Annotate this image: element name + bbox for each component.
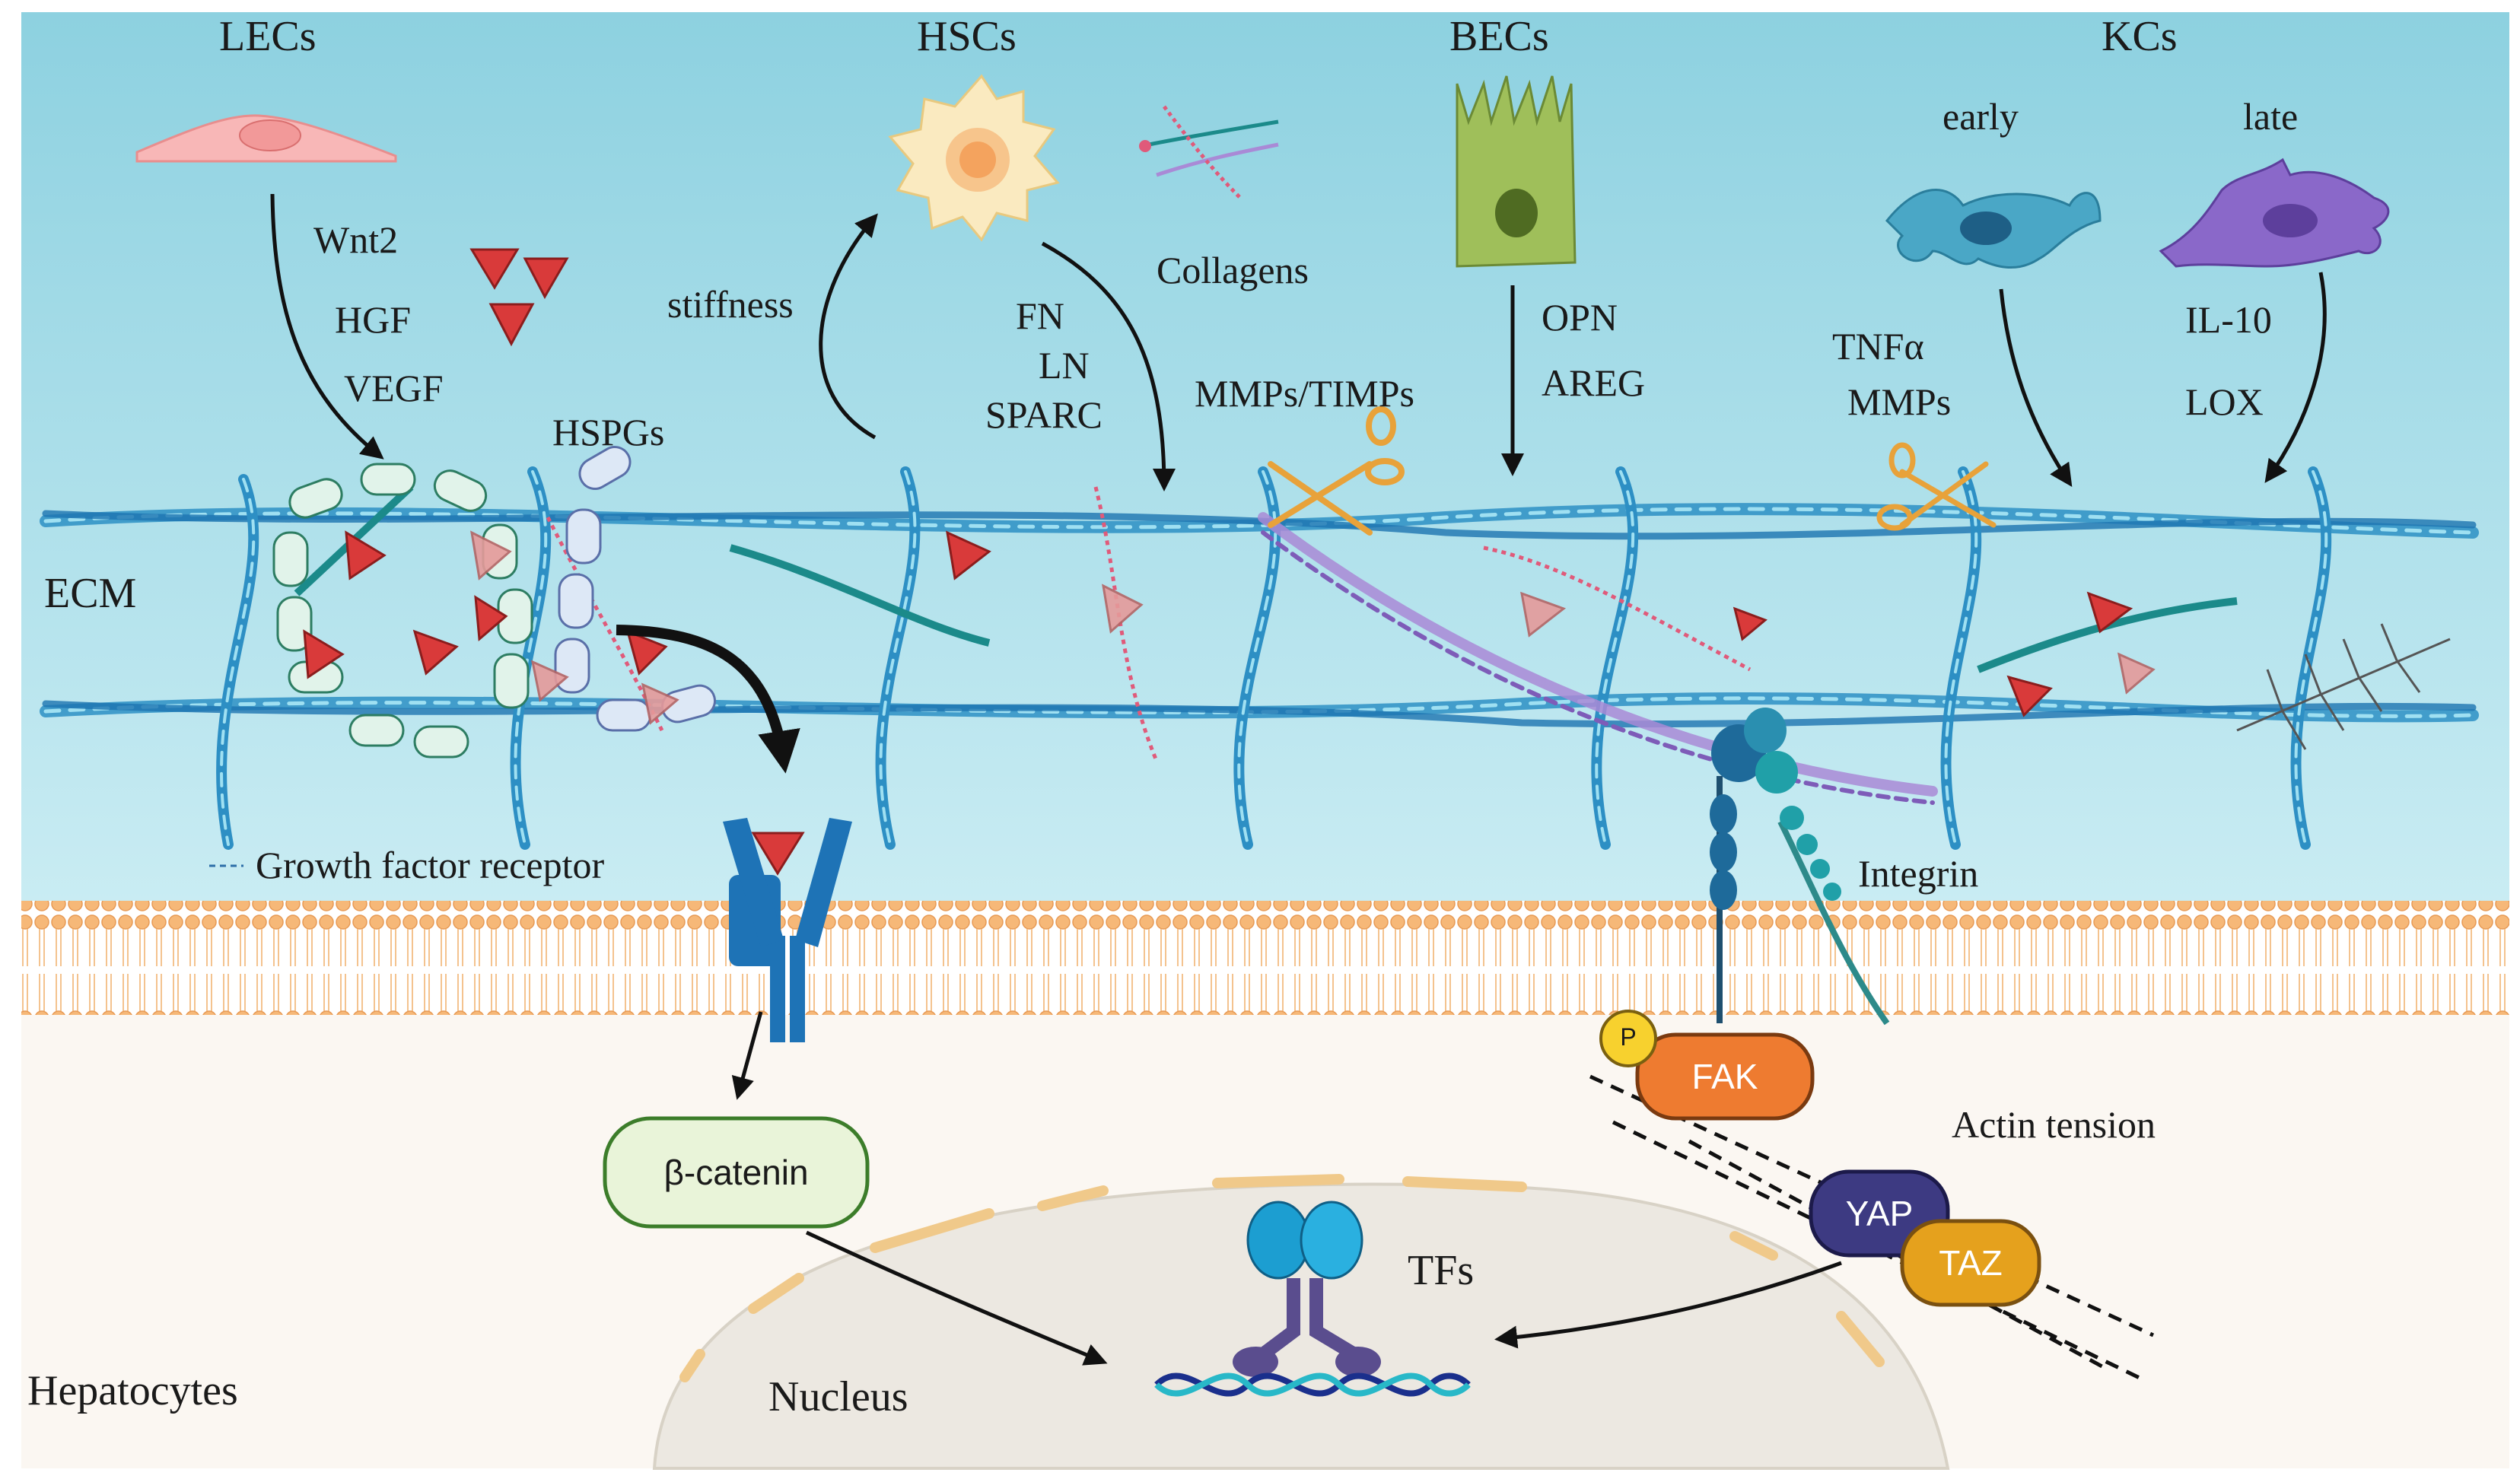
factor-ln: LN <box>1039 344 1090 386</box>
kc-late-cell <box>2159 157 2390 268</box>
factor-wnt2: Wnt2 <box>313 218 399 261</box>
taz-protein <box>1900 1219 2041 1307</box>
integrin-label: Integrin <box>1858 852 1979 895</box>
hscs-label: HSCs <box>917 13 1017 60</box>
growth-factors <box>303 248 2133 876</box>
kc-early-cell <box>1885 189 2102 269</box>
factor-hgf: HGF <box>335 298 412 341</box>
hsc-cell <box>888 74 1060 242</box>
lecs-label: LECs <box>219 13 317 60</box>
factor-vegf: VEGF <box>344 367 444 409</box>
collagens-label: Collagens <box>1157 249 1309 291</box>
taz-label: TAZ <box>1939 1243 2003 1283</box>
hspg-chain <box>554 446 716 732</box>
factor-sparc: SPARC <box>985 393 1102 436</box>
collagen-fibers <box>40 466 2479 850</box>
factor-tnfa: TNFα <box>1832 325 1924 367</box>
cell-membrane <box>21 901 2509 1015</box>
stiffness-label: stiffness <box>667 283 794 326</box>
factor-areg: AREG <box>1542 361 1646 404</box>
integrin <box>1710 708 1890 1026</box>
factor-opn: OPN <box>1542 296 1618 339</box>
lec-cell <box>135 114 397 163</box>
late-label: late <box>2243 95 2299 138</box>
faded-growth-factors <box>470 530 2156 725</box>
phosphate-group <box>1599 1010 1657 1067</box>
factor-mmps: MMPs <box>1847 380 1952 423</box>
signal-arrows <box>270 193 2327 1366</box>
tfs-label: TFs <box>1408 1247 1475 1294</box>
bec-cell <box>1456 75 1577 268</box>
becs-label: BECs <box>1449 13 1549 60</box>
yap-label: YAP <box>1845 1194 1914 1233</box>
growth-factor-receptor <box>209 818 852 1042</box>
early-label: early <box>1943 95 2019 138</box>
fak-protein <box>1635 1032 1815 1121</box>
hspgs-label: HSPGs <box>552 411 665 453</box>
nucleus-label: Nucleus <box>768 1373 908 1420</box>
mmps-timps-label: MMPs/TIMPs <box>1195 372 1414 415</box>
actin-tension-label: Actin tension <box>1952 1103 2156 1146</box>
ecm-label: ECM <box>44 570 137 617</box>
factor-il10: IL-10 <box>2185 298 2272 341</box>
collagen-fragment <box>1139 105 1279 199</box>
beta-catenin-label: β-catenin <box>663 1153 809 1192</box>
factor-lox: LOX <box>2185 380 2264 423</box>
transcription-factor <box>1233 1201 1381 1377</box>
crosslinked-fiber <box>2236 623 2451 750</box>
kcs-label: KCs <box>2102 13 2178 60</box>
dna-helix <box>1154 1372 1471 1397</box>
beta-catenin-protein <box>603 1116 870 1229</box>
mmp-scissors-right <box>1876 442 1997 531</box>
fak-label: FAK <box>1691 1057 1758 1096</box>
phospho-label: P <box>1620 1023 1637 1051</box>
nuclear-pores <box>679 1174 1885 1382</box>
growth-factor-receptor-label: Growth factor receptor <box>256 844 605 886</box>
factor-fn: FN <box>1016 294 1064 337</box>
hepatocytes-label: Hepatocytes <box>27 1367 238 1414</box>
mmp-scissors-left <box>1268 406 1405 536</box>
